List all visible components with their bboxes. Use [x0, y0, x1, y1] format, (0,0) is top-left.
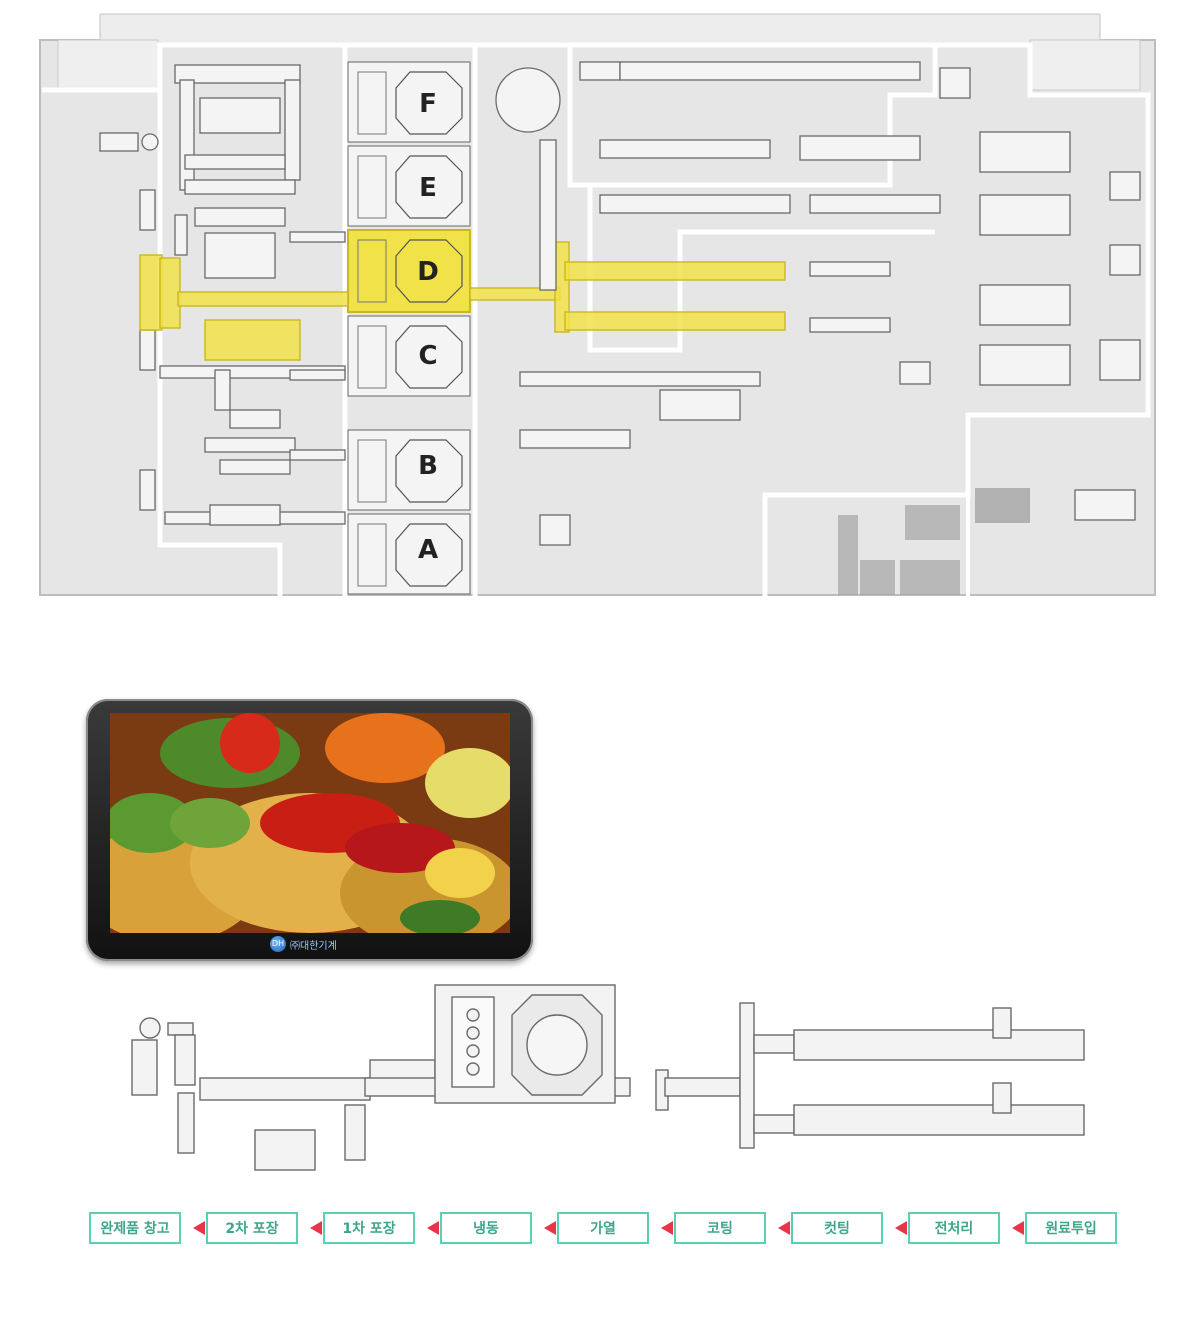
- flow-arrow: [193, 1221, 205, 1235]
- pallet-grid: [838, 488, 1030, 595]
- step-finished-goods-warehouse: 완제품 창고: [89, 1212, 181, 1244]
- step-cutting: 컷팅: [791, 1212, 883, 1244]
- zone-d-label: D: [417, 257, 439, 287]
- step-freezing: 냉동: [440, 1212, 532, 1244]
- zone-c-label: C: [418, 341, 437, 371]
- process-steps: 완제품 창고 2차 포장 1차 포장 냉동 가열 코팅 컷팅 전처리 원료투입: [0, 1212, 1200, 1252]
- flow-arrow: [895, 1221, 907, 1235]
- flow-arrow: [310, 1221, 322, 1235]
- flow-arrow: [544, 1221, 556, 1235]
- zone-a-label: A: [418, 535, 438, 565]
- step-raw-material-input: 원료투입: [1025, 1212, 1117, 1244]
- flow-arrow: [1012, 1221, 1024, 1235]
- company-logo: DH ㈜대한기계: [270, 936, 337, 952]
- zone-e-label: E: [419, 173, 437, 203]
- step-heating: 가열: [557, 1212, 649, 1244]
- flow-arrow: [427, 1221, 439, 1235]
- step-coating: 코팅: [674, 1212, 766, 1244]
- right-machinery: [495, 61, 1141, 546]
- flow-arrow: [661, 1221, 673, 1235]
- logo-mark: DH: [270, 936, 286, 952]
- step-pretreatment: 전처리: [908, 1212, 1000, 1244]
- highlighted-line-d: [139, 241, 786, 361]
- food-photo: [110, 713, 510, 933]
- step-secondary-packaging: 2차 포장: [206, 1212, 298, 1244]
- zone-f-label: F: [419, 89, 437, 119]
- tablet-display: DH ㈜대한기계: [86, 699, 533, 961]
- zone-b-label: B: [418, 451, 438, 481]
- left-machinery: [99, 64, 346, 526]
- zone-column: F E D C B A: [347, 61, 471, 595]
- factory-floor-plan: F E D C B A: [39, 13, 1156, 605]
- production-line-detail: [131, 984, 1085, 1171]
- logo-text: ㈜대한기계: [290, 940, 337, 952]
- flow-arrow: [778, 1221, 790, 1235]
- step-primary-packaging: 1차 포장: [323, 1212, 415, 1244]
